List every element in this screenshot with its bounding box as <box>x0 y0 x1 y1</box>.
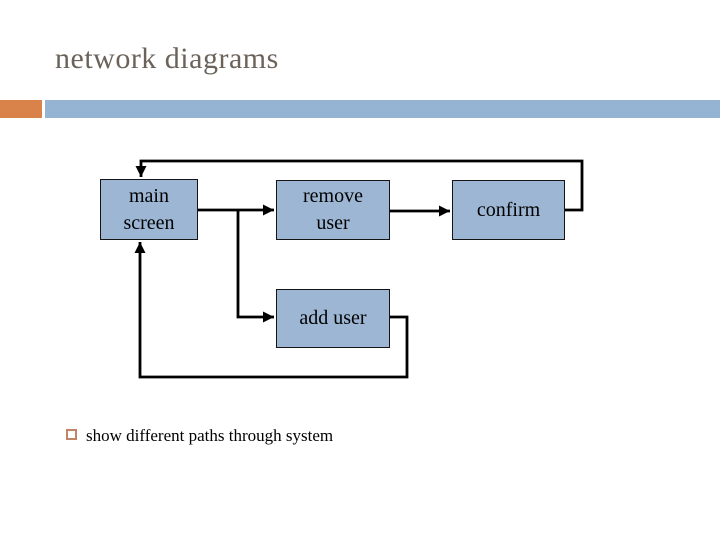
bullet-square-icon <box>66 429 77 440</box>
bullet-text: show different paths through system <box>86 426 334 445</box>
connector-add-user-to-main <box>134 242 409 379</box>
slide-title: network diagrams <box>55 42 279 75</box>
accent-rectangle-orange <box>0 100 42 118</box>
connector-confirm-to-main-screen <box>135 159 584 212</box>
node-main-screen: main screen <box>100 179 198 240</box>
node-add-user: add user <box>276 289 390 348</box>
node-remove-user: remove user <box>276 180 390 240</box>
header-bar-blue <box>45 100 720 118</box>
connector-main-to-add-user <box>236 210 274 323</box>
node-confirm: confirm <box>452 180 565 240</box>
